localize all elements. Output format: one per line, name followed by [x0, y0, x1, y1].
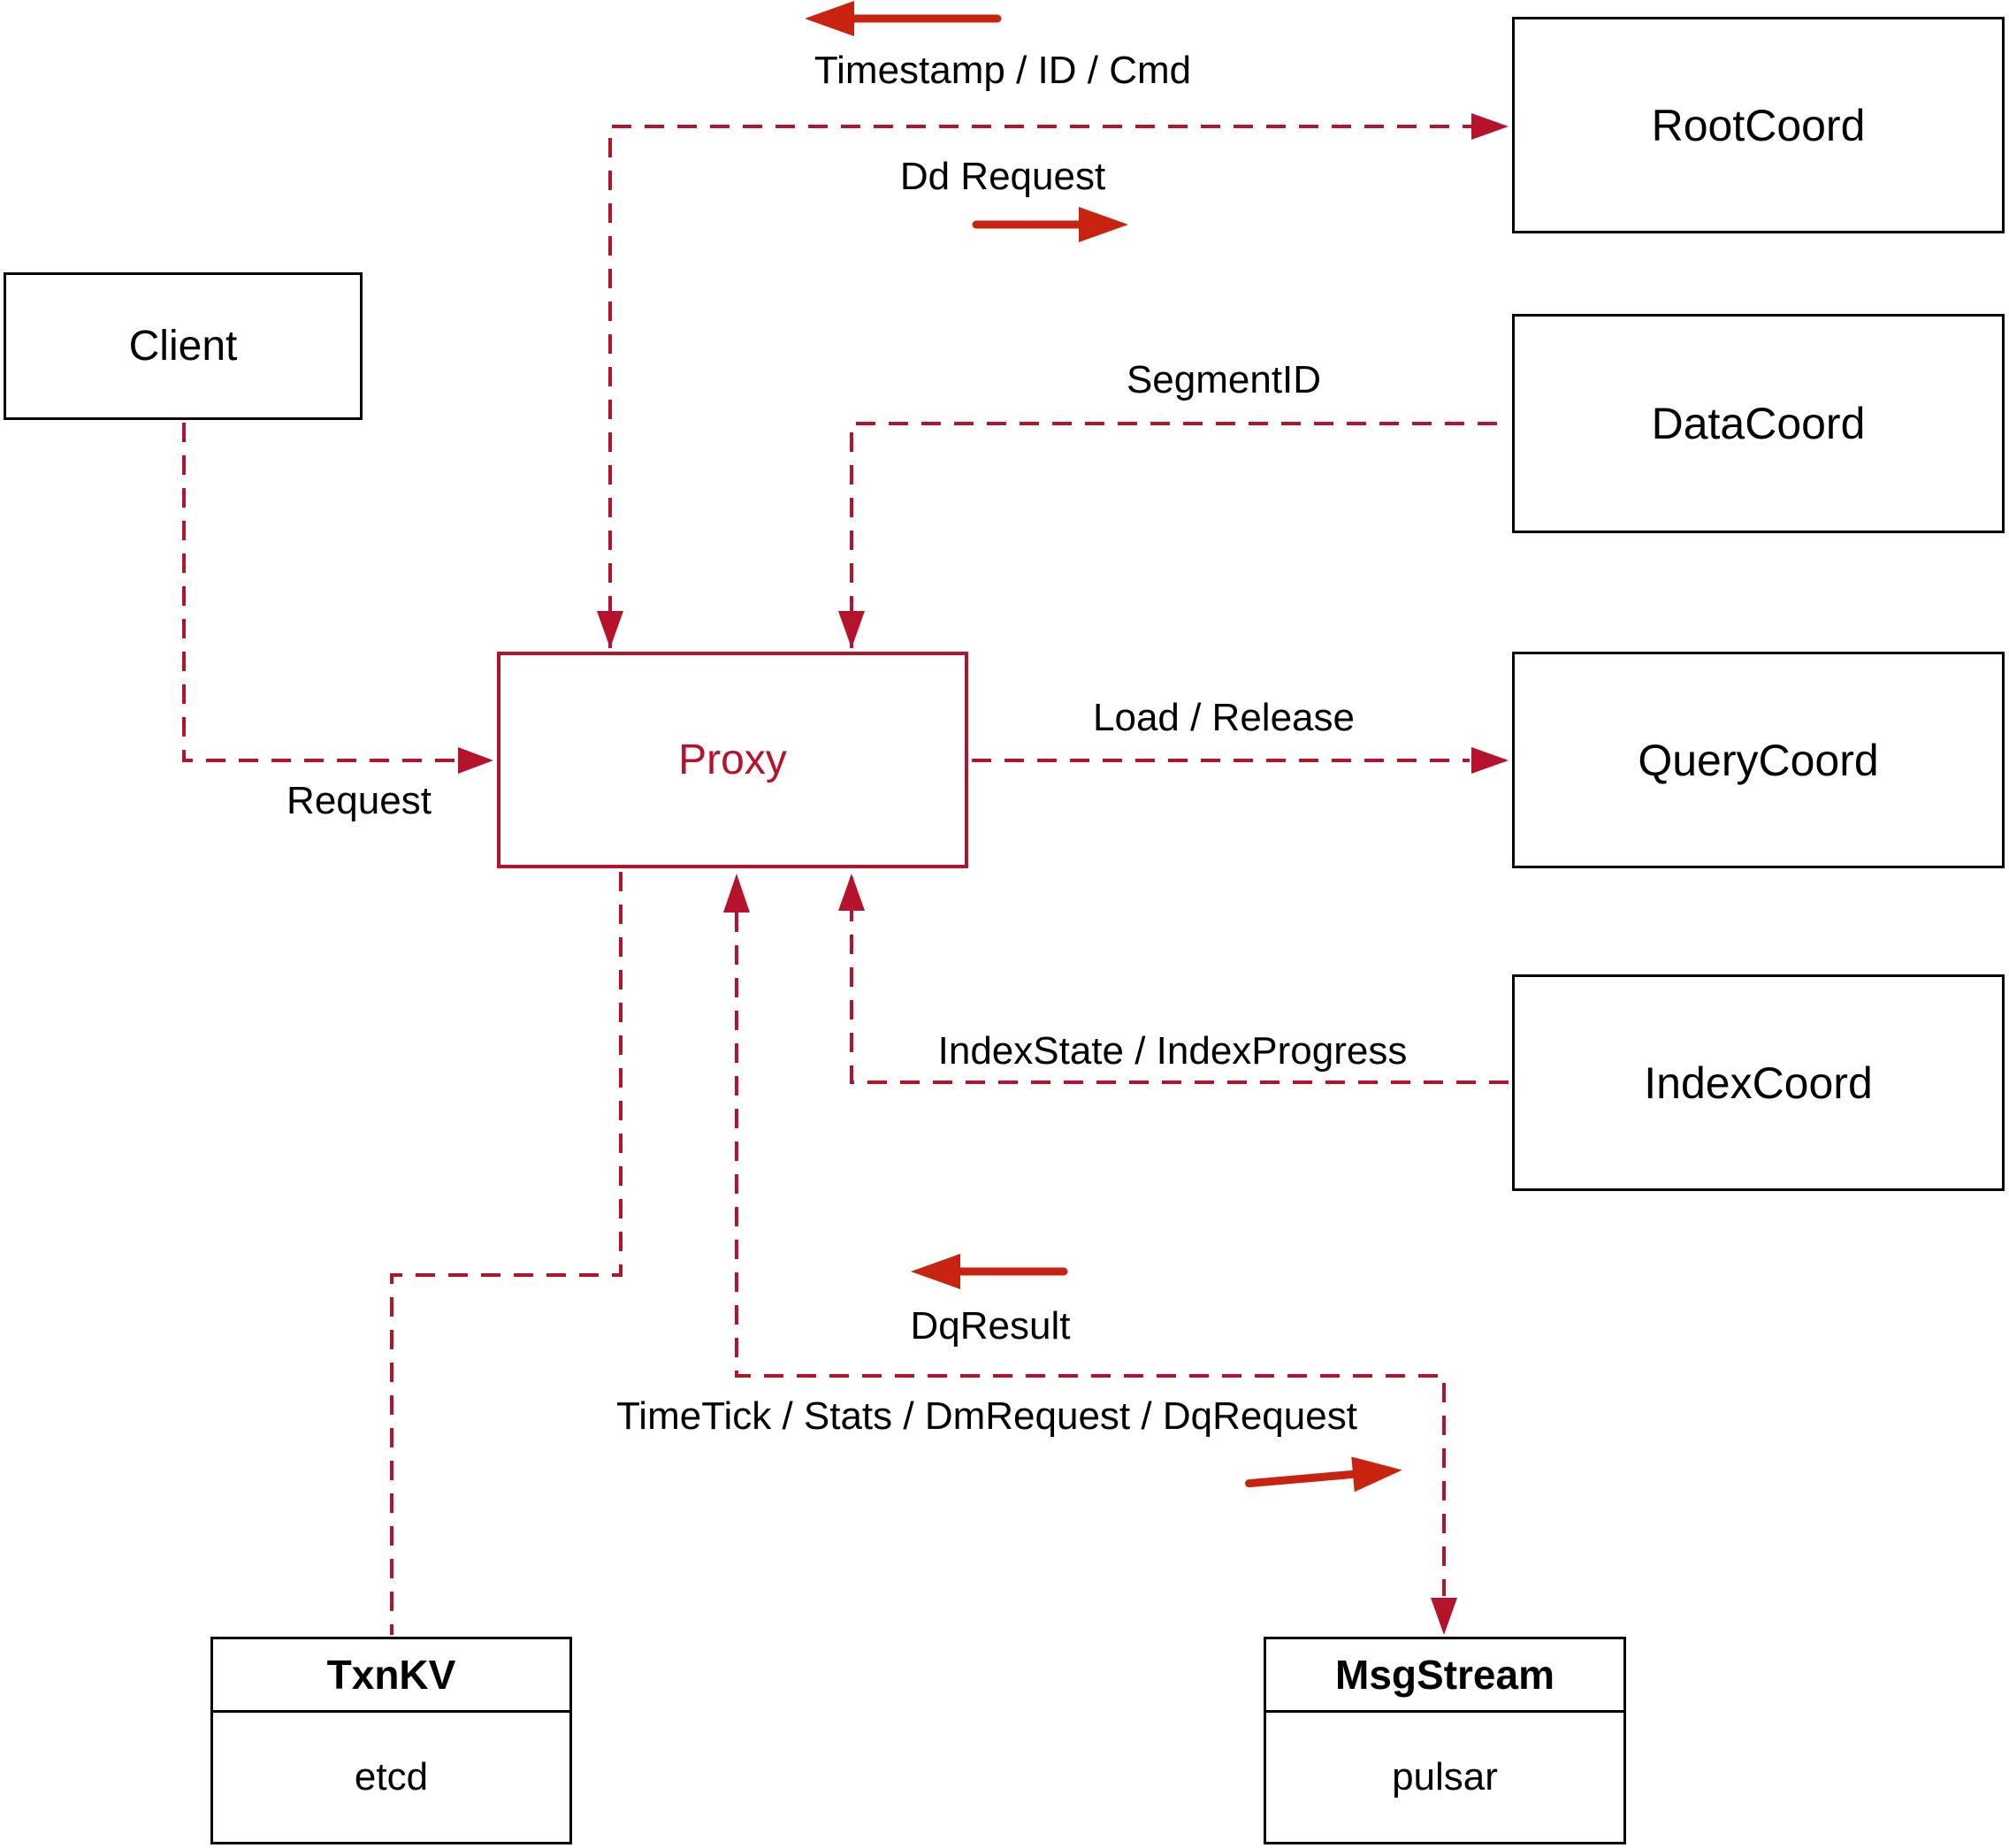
edge-label-time-tick: TimeTick / Stats / DmRequest / DqRequest	[616, 1394, 1357, 1438]
annotation-arrow-left-timestamp	[805, 1, 1002, 36]
edge-label-request: Request	[286, 779, 432, 822]
annotation-arrow-right-dd-request	[972, 207, 1128, 242]
node-txnkv-title: TxnKV	[213, 1639, 569, 1713]
node-client-label: Client	[128, 323, 238, 370]
edge-label-dq-result: DqResult	[910, 1304, 1071, 1348]
arrowhead-into-proxy-top-right-icon	[838, 611, 865, 648]
annotation-arrow-right-time-tick	[1245, 1456, 1402, 1493]
edge-indexcoord-proxy	[850, 877, 1509, 1084]
node-querycoord: QueryCoord	[1512, 652, 2005, 868]
node-msgstream: MsgStream pulsar	[1264, 1637, 1626, 1844]
arrowhead-into-proxy-bottom-right-icon	[838, 874, 865, 911]
arrowhead-into-rootcoord-icon	[1471, 113, 1509, 140]
arrowhead-into-proxy-bottom-left-icon	[723, 874, 750, 913]
arrowhead-into-proxy-top-left-icon	[597, 611, 623, 648]
node-indexcoord-label: IndexCoord	[1644, 1058, 1873, 1108]
node-rootcoord-label: RootCoord	[1651, 100, 1866, 150]
node-rootcoord: RootCoord	[1512, 17, 2005, 233]
edge-label-dd-request: Dd Request	[899, 155, 1106, 198]
arrowhead-into-querycoord-icon	[1471, 747, 1509, 774]
node-datacoord: DataCoord	[1512, 314, 2005, 533]
annotation-arrow-left-dq-result	[911, 1254, 1068, 1289]
node-msgstream-impl: pulsar	[1392, 1755, 1498, 1798]
edge-label-segment-id: SegmentID	[1126, 358, 1322, 401]
node-msgstream-title: MsgStream	[1266, 1639, 1623, 1713]
edge-proxy-msgstream	[735, 913, 1446, 1596]
edge-label-index-state: IndexState / IndexProgress	[937, 1029, 1408, 1073]
node-indexcoord: IndexCoord	[1512, 974, 2005, 1191]
node-proxy-label: Proxy	[678, 737, 787, 783]
node-querycoord-label: QueryCoord	[1638, 735, 1879, 785]
arrowhead-into-msgstream-icon	[1431, 1598, 1457, 1635]
edge-datacoord-proxy	[850, 422, 1509, 648]
edge-label-load-release: Load / Release	[1093, 696, 1355, 739]
node-datacoord-label: DataCoord	[1651, 399, 1866, 448]
node-proxy: Proxy	[497, 652, 968, 868]
edge-proxy-rootcoord	[608, 125, 1503, 648]
arrowhead-into-proxy-left-icon	[458, 747, 493, 774]
edge-proxy-txnkv	[390, 872, 623, 1635]
node-txnkv: TxnKV etcd	[210, 1637, 572, 1844]
node-client: Client	[4, 272, 363, 420]
edge-client-proxy	[182, 423, 486, 762]
node-txnkv-impl: etcd	[354, 1755, 429, 1798]
edge-label-timestamp: Timestamp / ID / Cmd	[814, 49, 1192, 92]
